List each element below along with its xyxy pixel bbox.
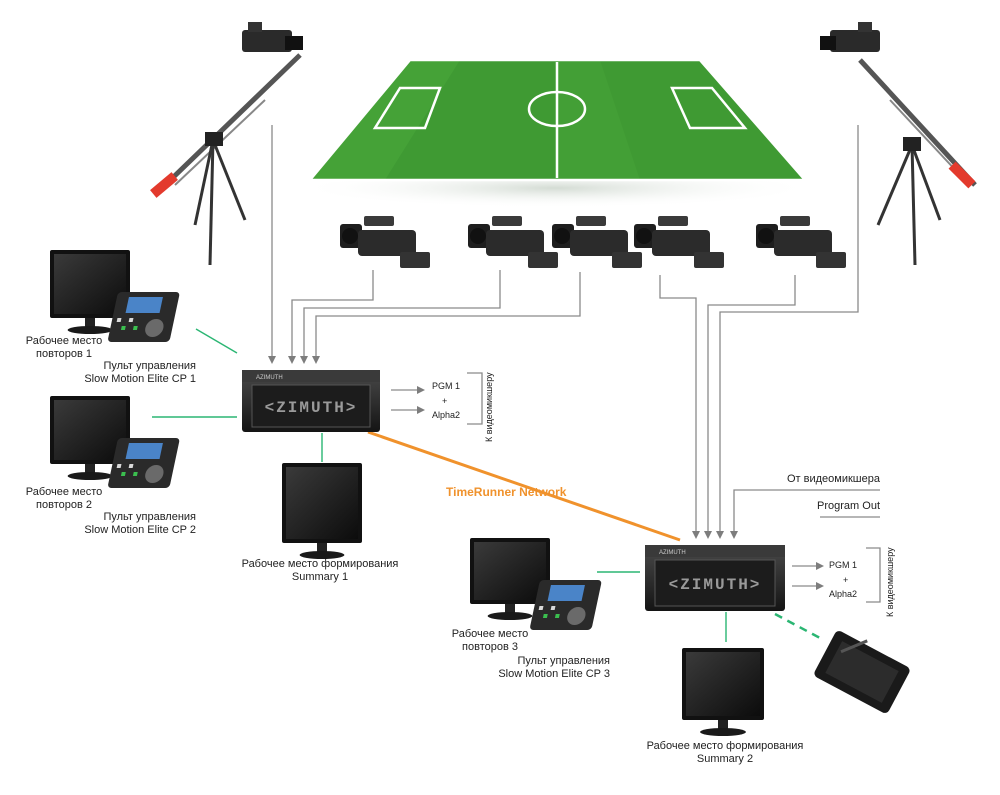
azimuth-server-1: <ZIMUTH> AZIMUTH — [242, 370, 380, 432]
server-2-mixer-label: К видеомикшеру — [885, 547, 895, 617]
control-panel-2 — [108, 438, 180, 488]
broadcast-camera-5 — [756, 216, 846, 268]
server-2-output-alpha: Alpha2 — [829, 589, 858, 599]
summary-monitor-1 — [282, 463, 362, 559]
control-panel-1 — [108, 292, 180, 342]
timerunner-network-label: TimeRunner Network — [446, 485, 567, 499]
replay-monitor-3 — [470, 538, 550, 620]
camera-row — [340, 216, 846, 268]
timerunner-network-line — [367, 430, 681, 542]
broadcast-camera-3 — [552, 216, 642, 268]
broadcast-camera-4 — [634, 216, 724, 268]
from-mixer-label: От видеомикшера — [787, 473, 880, 485]
replay-monitor-1 — [50, 250, 130, 334]
workstation-devices — [50, 250, 764, 736]
server-1-output-plus: + — [442, 396, 448, 406]
program-out-label: Program Out — [817, 500, 880, 512]
server-1-brand: <ZIMUTH> — [265, 399, 358, 417]
svg-text:AZIMUTH: AZIMUTH — [659, 550, 686, 556]
green-links — [152, 328, 821, 642]
server-1-mixer-label: К видеомикшеру — [484, 372, 494, 442]
server-2-output-pgm: PGM 1 — [829, 560, 858, 570]
jib-crane-left — [150, 22, 303, 266]
football-field — [295, 58, 815, 208]
summary-monitor-2 — [682, 648, 764, 736]
jib-crane-right — [820, 22, 977, 266]
control-panel-3 — [530, 580, 602, 630]
graphics-tablet — [814, 631, 910, 713]
server-2-brand: <ZIMUTH> — [669, 576, 762, 594]
broadcast-camera-1 — [340, 216, 430, 268]
azimuth-server-2: <ZIMUTH> AZIMUTH — [645, 545, 785, 611]
server-1-output-alpha: Alpha2 — [432, 410, 461, 420]
svg-text:AZIMUTH: AZIMUTH — [256, 375, 283, 381]
server-1-output-pgm: PGM 1 — [432, 381, 461, 391]
camera-signal-lines — [268, 125, 881, 603]
broadcast-camera-2 — [468, 216, 558, 268]
replay-monitor-2 — [50, 396, 130, 480]
server-2-output-plus: + — [843, 575, 849, 585]
